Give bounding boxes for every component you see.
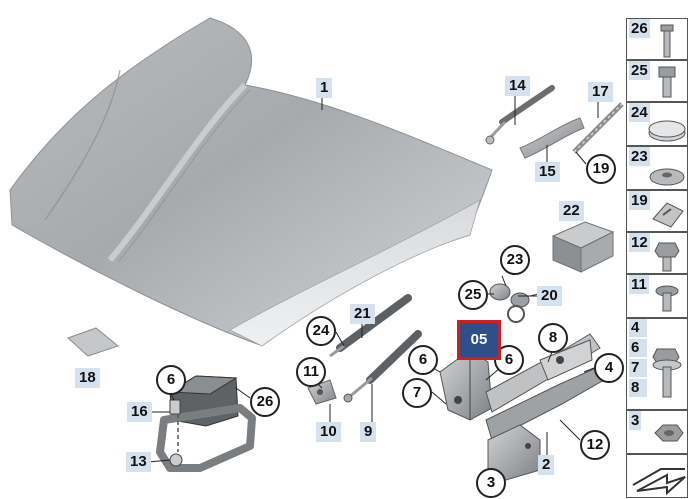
page-number-badge[interactable]: 05 — [457, 320, 501, 360]
hardware-side-panel: 26 25 24 23 19 12 — [626, 18, 688, 498]
callout-clip: 11 — [296, 357, 326, 387]
callout-bottom-cut: 3 — [476, 468, 506, 498]
foam-part — [551, 221, 615, 273]
side-item-number: 25 — [629, 61, 650, 80]
hex-bolt-icon — [654, 242, 680, 272]
label-foam: 22 — [559, 201, 584, 221]
side-item-number: 3 — [629, 411, 642, 430]
latch-part — [156, 375, 256, 472]
label-strut-left: 9 — [360, 422, 377, 442]
nut-icon — [654, 424, 684, 442]
strut-left-part — [343, 330, 422, 403]
side-item-number: 4 — [629, 319, 647, 337]
side-item-bolt-26[interactable]: 26 — [626, 18, 688, 60]
bracket-mid-part — [519, 117, 585, 159]
callout-washer: 24 — [306, 316, 336, 346]
side-item-bolt-12[interactable]: 12 — [626, 232, 688, 274]
clip-icon — [652, 202, 684, 228]
label-lever: 2 — [538, 455, 555, 475]
label-latch-bolt: 16 — [127, 402, 152, 422]
callout-latch-screw: 26 — [250, 387, 280, 417]
bolt-with-washer-icon — [652, 348, 682, 398]
dome-cap-icon — [648, 120, 686, 142]
flange-bolt-icon — [655, 285, 679, 312]
callout-screw: 25 — [458, 280, 488, 310]
rod-part — [572, 102, 624, 154]
side-item-number: 12 — [629, 233, 650, 252]
label-bracket-mid: 15 — [535, 162, 560, 182]
side-item-cap-24[interactable]: 24 — [626, 102, 688, 146]
side-item-number: 8 — [629, 379, 647, 397]
label-pad: 18 — [75, 368, 100, 388]
label-strut-upper: 14 — [505, 76, 530, 96]
callout-hinge-right: 8 — [538, 323, 568, 353]
callout-bolt-hinge: 12 — [580, 430, 610, 460]
diagram-drawing — [9, 17, 624, 481]
pad-part — [67, 327, 120, 357]
label-hood: 1 — [316, 78, 333, 98]
side-item-bolt-set[interactable]: 4 6 7 8 — [626, 318, 688, 410]
label-rod: 17 — [588, 82, 613, 102]
washer-icon — [649, 168, 685, 186]
side-item-number: 7 — [629, 359, 647, 377]
strut-upper-part — [485, 85, 555, 145]
callout-nut: 7 — [402, 378, 432, 408]
side-item-arrow[interactable] — [626, 454, 688, 498]
callout-sleeve-a: 6 — [408, 345, 438, 375]
side-item-bolt-11[interactable]: 11 — [626, 274, 688, 318]
bowden-part — [489, 283, 539, 323]
side-item-number: 19 — [629, 191, 650, 210]
hood-part — [9, 17, 493, 347]
side-item-clip-19[interactable]: 19 — [626, 190, 688, 232]
label-latch-lower: 13 — [126, 452, 151, 472]
side-item-screw-25[interactable]: 25 — [626, 60, 688, 102]
label-strut: 21 — [350, 304, 375, 324]
callout-cap: 23 — [500, 245, 530, 275]
side-item-washer-23[interactable]: 23 — [626, 146, 688, 190]
side-item-number: 26 — [629, 19, 650, 38]
bolt-icon — [660, 24, 674, 58]
side-item-number: 23 — [629, 147, 650, 166]
callout-sleeve-latch: 6 — [156, 365, 186, 395]
side-item-number: 11 — [629, 275, 649, 294]
next-page-arrow-icon — [632, 468, 686, 496]
label-bracket-lower: 10 — [316, 422, 341, 442]
callout-pin: 19 — [586, 154, 616, 184]
socket-screw-icon — [658, 66, 676, 98]
side-item-number: 24 — [629, 103, 650, 122]
callout-hinge-side: 4 — [594, 353, 624, 383]
label-bowden: 20 — [537, 286, 562, 306]
side-item-number: 6 — [629, 339, 647, 357]
parts-diagram: 1 14 17 15 22 20 21 18 16 13 10 9 2 6 26… — [9, 17, 688, 498]
side-item-nut-3[interactable]: 3 — [626, 410, 688, 454]
side-item-numbers: 4 6 7 8 — [629, 319, 647, 399]
hinge-assembly-part — [439, 333, 605, 481]
